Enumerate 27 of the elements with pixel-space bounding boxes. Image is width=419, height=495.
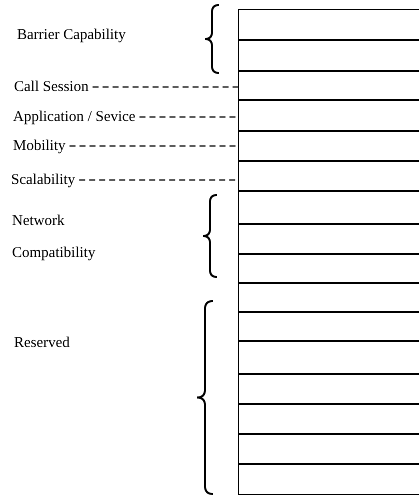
table-row: [238, 70, 419, 100]
table-row: [238, 373, 419, 404]
table-row: [238, 223, 419, 254]
leader-line: [139, 116, 238, 118]
group-label: Barrier Capability: [17, 26, 127, 45]
table-row: [238, 463, 419, 494]
table-row: [238, 403, 419, 434]
table-row: [238, 282, 419, 312]
leader-line: [79, 179, 238, 181]
table-row: [238, 190, 419, 224]
table-row: [238, 130, 419, 162]
field-name: Call Session: [14, 78, 89, 96]
table-row: [238, 160, 419, 192]
group-label: Network Compatibility: [12, 212, 96, 262]
table-row: [238, 99, 419, 132]
table-row: [238, 311, 419, 342]
group-label: Reserved: [14, 334, 71, 353]
table-row: [238, 340, 419, 374]
table-row: [238, 9, 419, 40]
table-row: [238, 39, 419, 72]
field-name: Mobility: [13, 137, 66, 155]
field-name: Application / Sevice: [13, 108, 136, 126]
leader-line: [92, 86, 238, 88]
leader-line: [70, 145, 238, 147]
table-row: [238, 433, 419, 464]
table-row: [238, 253, 419, 284]
field-name: Scalability: [11, 171, 76, 189]
